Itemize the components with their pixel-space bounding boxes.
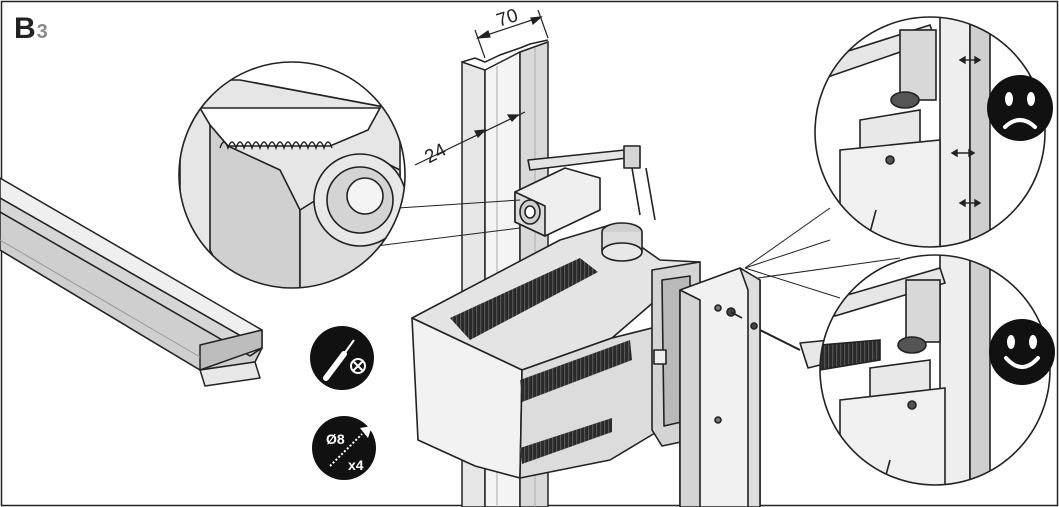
step-label: B3 bbox=[14, 12, 48, 46]
step-letter: B bbox=[14, 12, 36, 45]
screw bbox=[726, 307, 743, 319]
magnifier-connectors bbox=[359, 199, 901, 299]
screw-spec-badge: Ø8 x4 bbox=[312, 416, 376, 480]
screw-diameter: Ø8 bbox=[326, 431, 345, 447]
screw bbox=[750, 322, 758, 330]
detail-wrong bbox=[814, 16, 1046, 248]
dimension-depth-label: 24 bbox=[421, 140, 450, 169]
happy-face-icon bbox=[989, 319, 1055, 385]
screw-quantity: x4 bbox=[348, 457, 364, 473]
step-number: 3 bbox=[36, 21, 48, 43]
dimension-width-label: 70 bbox=[494, 5, 521, 32]
dimension-width bbox=[474, 9, 549, 59]
rail-profile bbox=[0, 177, 263, 387]
dimension-depth bbox=[414, 111, 526, 166]
gap-arrows bbox=[950, 55, 982, 208]
heater-unit bbox=[411, 145, 701, 479]
screwdriver-icon bbox=[310, 326, 374, 390]
detail-correct bbox=[819, 254, 1051, 486]
detail-spring bbox=[178, 61, 406, 289]
spring bbox=[219, 141, 333, 151]
sad-face-icon bbox=[987, 75, 1053, 141]
